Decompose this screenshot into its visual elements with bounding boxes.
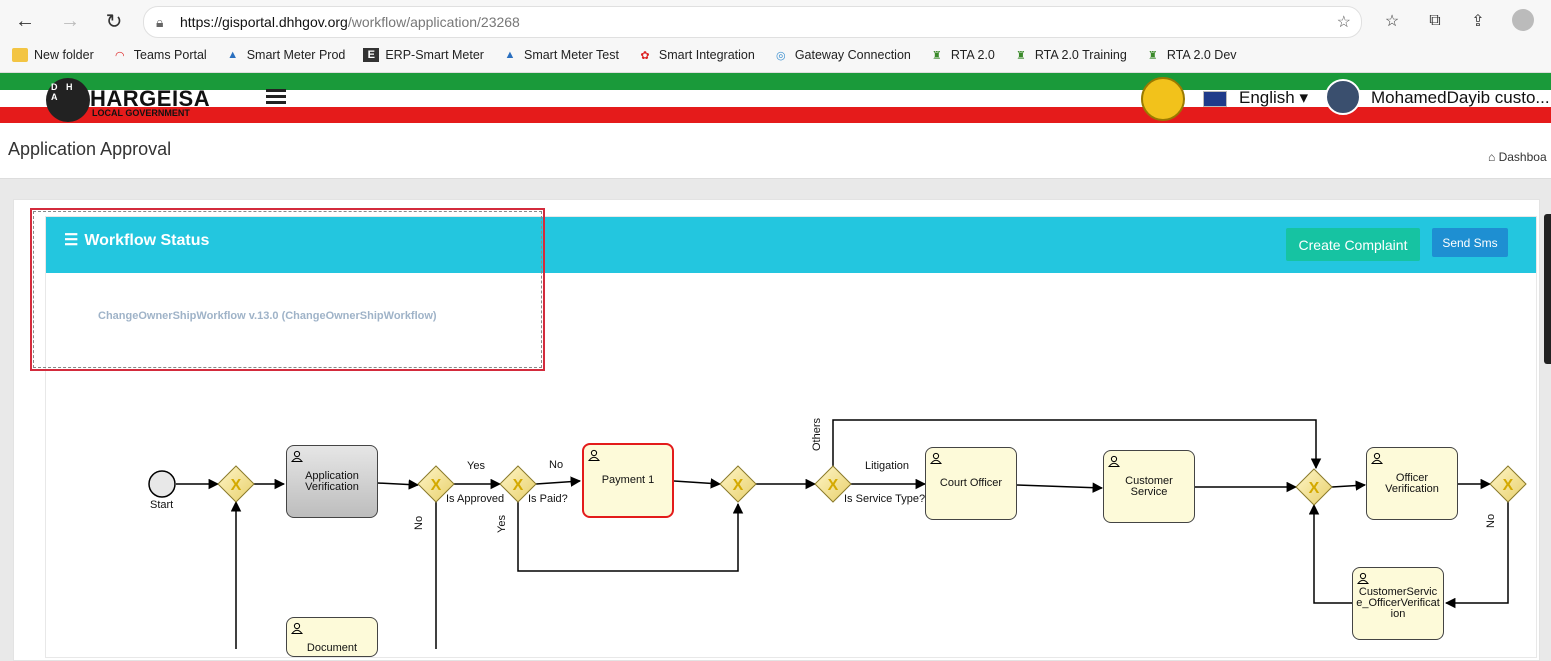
emblem-icon: ♜ (1147, 49, 1158, 62)
browser-toolbar: ← → ↻ 🔒︎ https://gisportal.dhhgov.org/wo… (0, 0, 1551, 73)
task-document[interactable]: Document (286, 617, 378, 657)
user-task-icon (588, 449, 600, 461)
bookmark-rta-2-dev[interactable]: ♜RTA 2.0 Dev (1145, 48, 1237, 62)
label-is-service-type: Is Service Type? (844, 493, 926, 505)
label-litigation: Litigation (865, 460, 910, 472)
user-task-icon (1357, 572, 1369, 584)
back-button[interactable]: ← (15, 9, 35, 32)
gauge-icon: ◠ (114, 49, 125, 62)
add-favorite-icon[interactable]: ☆ (1336, 14, 1351, 31)
bookmark-smart-meter-prod[interactable]: ▲Smart Meter Prod (225, 48, 345, 62)
flag-stripe-green (0, 73, 1551, 90)
panel-title: ☰Workflow Status (64, 232, 210, 249)
send-sms-button[interactable]: Send Sms (1432, 228, 1508, 257)
logo-title: HARGEISA (90, 86, 211, 111)
lock-icon: 🔒︎ (156, 13, 164, 30)
task-customer-service-officer-verification[interactable]: CustomerService_OfficerVerification (1352, 567, 1444, 640)
drop-icon: ▲ (504, 49, 516, 61)
side-panel-handle[interactable] (1544, 214, 1551, 364)
task-payment-1[interactable]: Payment 1 (582, 443, 674, 518)
bookmark-smart-meter-test[interactable]: ▲Smart Meter Test (502, 48, 619, 62)
breadcrumb[interactable]: ⌂ Dashboa (1488, 150, 1547, 164)
workflow-panel: ☰Workflow Status Create Complaint Send S… (45, 216, 1537, 658)
task-application-verification[interactable]: Application Verification (286, 445, 378, 518)
profile-icon[interactable] (1512, 9, 1534, 31)
label-no-officer: No (1485, 513, 1497, 528)
collections-icon[interactable]: ⧉ (1429, 12, 1441, 29)
user-task-icon (1108, 455, 1120, 467)
task-customer-service[interactable]: Customer Service (1103, 450, 1195, 523)
emblem-icon: ♜ (1015, 49, 1026, 62)
logo-subtitle: LOCAL GOVERNMENT (92, 108, 190, 118)
user-task-icon (930, 452, 942, 464)
share-icon[interactable]: ⇪ (1471, 13, 1485, 30)
label-is-paid: Is Paid? (528, 493, 568, 505)
flag-stripe-red (0, 107, 1551, 123)
user-task-icon (291, 622, 303, 634)
start-label: Start (150, 499, 174, 511)
address-bar[interactable]: 🔒︎ https://gisportal.dhhgov.org/workflow… (143, 6, 1362, 38)
folder-icon (12, 48, 28, 62)
app-header: D H A HARGEISA LOCAL GOVERNMENT English … (0, 73, 1551, 125)
bookmark-new-folder[interactable]: New folder (12, 48, 94, 62)
username-menu[interactable]: MohamedDayib custo... (1371, 88, 1550, 107)
task-court-officer[interactable]: Court Officer (925, 447, 1017, 520)
workflow-name: ChangeOwnerShipWorkflow v.13.0 (ChangeOw… (98, 310, 437, 322)
huawei-icon: ✿ (640, 49, 650, 62)
label-no-approved: No (413, 515, 425, 530)
language-dropdown[interactable]: English ▾ (1239, 88, 1309, 107)
label-no-paid: No (549, 459, 564, 471)
list-icon: ☰ (64, 232, 79, 249)
bookmark-smart-integration[interactable]: ✿Smart Integration (637, 48, 755, 62)
logo-icon[interactable]: D H A (46, 78, 90, 122)
drop-icon: ▲ (227, 49, 239, 61)
home-icon: ⌂ (1488, 150, 1496, 164)
government-seal-icon (1141, 77, 1185, 121)
uk-flag-icon (1203, 91, 1227, 107)
forward-button[interactable]: → (60, 9, 80, 32)
menu-icon[interactable] (266, 89, 286, 105)
user-task-icon (1371, 452, 1383, 464)
user-avatar[interactable] (1325, 79, 1361, 115)
bookmark-gateway-connection[interactable]: ◎Gateway Connection (773, 48, 911, 62)
create-complaint-button[interactable]: Create Complaint (1286, 228, 1420, 261)
label-yes-paid: Yes (496, 515, 508, 533)
bookmark-rta-2[interactable]: ♜RTA 2.0 (929, 48, 995, 62)
selection-highlight (30, 208, 545, 371)
page-heading: Application Approval ⌂ Dashboa (0, 125, 1551, 179)
emblem-icon: ♜ (931, 49, 942, 62)
panel-header: ☰Workflow Status Create Complaint Send S… (46, 217, 1536, 273)
refresh-button[interactable]: ↻ (105, 10, 123, 33)
favorites-icon[interactable]: ☆ (1384, 13, 1400, 30)
bookmark-teams-portal[interactable]: ◠Teams Portal (112, 48, 207, 62)
bookmark-rta-2-training[interactable]: ♜RTA 2.0 Training (1013, 48, 1127, 62)
label-is-approved: Is Approved (446, 493, 505, 505)
bookmarks-bar: New folder ◠Teams Portal ▲Smart Meter Pr… (0, 43, 1551, 67)
globe-icon: ◎ (776, 49, 786, 62)
label-yes-approved: Yes (467, 460, 485, 472)
url-host: https://gisportal.dhhgov.org (180, 14, 348, 30)
task-officer-verification[interactable]: Officer Verification (1366, 447, 1458, 520)
e-icon: E (363, 48, 380, 62)
page-title: Application Approval (8, 139, 172, 159)
user-task-icon (291, 450, 303, 462)
label-others: Others (811, 417, 823, 451)
url-path: /workflow/application/23268 (347, 14, 520, 30)
